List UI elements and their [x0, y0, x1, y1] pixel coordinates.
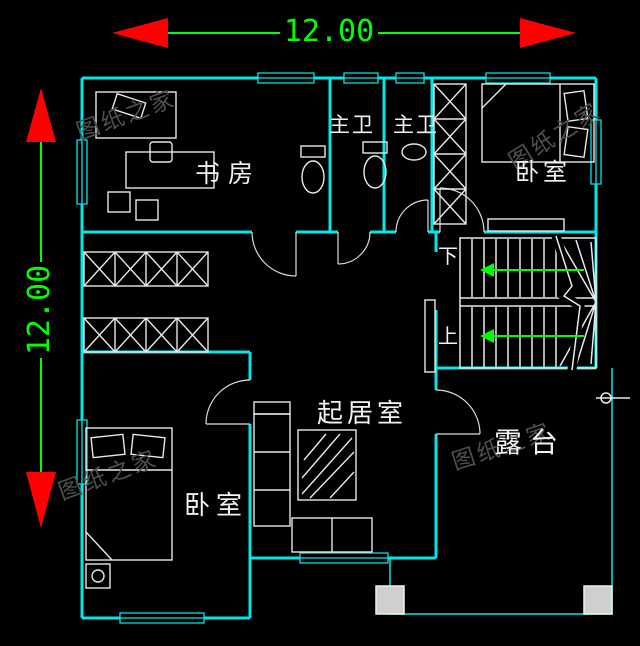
watermark-bottom-left: 图纸之家 [55, 445, 162, 505]
room-label-bedroom-top: 卧室 [515, 159, 571, 186]
toilet-tank-right [362, 141, 388, 154]
bedroom-top-wardrobe [433, 83, 467, 225]
stair-label-up: 上 [438, 325, 458, 348]
watermark-top-left: 图纸之家 [73, 85, 180, 145]
staircase [459, 234, 597, 371]
toilet-bowl-left [301, 160, 325, 194]
sofa-cushion-lines [254, 451, 290, 491]
coffee-table-marble-lines [301, 433, 355, 499]
room-label-terrace: 露台 [494, 427, 566, 458]
wardrobe-hatch [433, 83, 467, 225]
coffee-table [297, 429, 357, 501]
room-label-master-bath-right: 主卫 [393, 114, 439, 137]
bed-bottom-pillow-1 [90, 433, 126, 459]
bed-top-pillow-1 [563, 89, 589, 123]
drain-icon [600, 392, 612, 404]
dimension-arrow-right-icon [520, 18, 576, 48]
dimension-arrow-up-icon [26, 88, 56, 142]
stair-treads [471, 239, 557, 367]
window-frames [76, 72, 602, 624]
study-table [125, 151, 215, 189]
bed-top-pillow-2 [563, 125, 589, 159]
dimension-arrow-down-icon [26, 472, 56, 528]
door-swings [205, 187, 485, 435]
bathroom-sink [401, 143, 427, 161]
stair-arrowhead-down-icon [480, 263, 494, 277]
bed-top [481, 83, 595, 163]
closet-row-1-hatch [83, 251, 209, 287]
room-label-master-bath-left: 主卫 [329, 114, 375, 137]
dimension-left-value: 12.00 [22, 265, 57, 355]
bathroom-fixtures [300, 141, 427, 194]
bedroom-top-dresser [487, 218, 565, 232]
stair-label-down: 下 [438, 246, 458, 268]
room-label-study: 书房 [195, 160, 261, 188]
dimension-top: 12.00 [112, 14, 576, 49]
terrace-structure [375, 368, 630, 615]
tv-cabinet [424, 299, 436, 373]
stair-arrowhead-up-icon [480, 329, 494, 343]
study-seat-2 [135, 199, 159, 221]
window-midlines [81, 77, 597, 619]
room-labels: 书房 主卫 主卫 卧室 下 上 起居室 卧室 露台 [184, 114, 571, 520]
terrace-column-right [583, 585, 613, 615]
bedroom-bottom-furniture [85, 427, 173, 589]
dimension-arrow-left-icon [112, 18, 168, 48]
toilet-bowl-right [363, 155, 387, 189]
dimension-top-value: 12.00 [284, 14, 374, 49]
study-monitor [111, 92, 147, 120]
sofa-arm-top [253, 401, 291, 415]
bedroom-bottom-nightstand [85, 563, 111, 589]
bed-bottom-pillow-2 [130, 433, 166, 459]
room-label-bedroom-bottom: 卧室 [184, 490, 248, 520]
toilet-tank-left [300, 145, 326, 158]
bed-bottom [85, 427, 173, 561]
study-furniture [95, 91, 215, 221]
dimension-left: 12.00 [22, 88, 57, 528]
closet-row-2-hatch [83, 317, 209, 353]
study-seat-1 [107, 191, 131, 213]
sofa-vertical [253, 413, 291, 527]
living-room-furniture [253, 299, 436, 553]
bed-bottom-blanket-lines [85, 469, 172, 561]
bedroom-top-furniture [433, 83, 595, 232]
room-label-living-room: 起居室 [317, 398, 407, 428]
hall-closets [83, 251, 209, 353]
study-desk [95, 91, 177, 139]
terrace-parapet [389, 368, 613, 615]
bed-top-blanket-lines [481, 83, 561, 162]
nightstand-lamp [91, 569, 105, 583]
terrace-column-left [375, 585, 405, 615]
